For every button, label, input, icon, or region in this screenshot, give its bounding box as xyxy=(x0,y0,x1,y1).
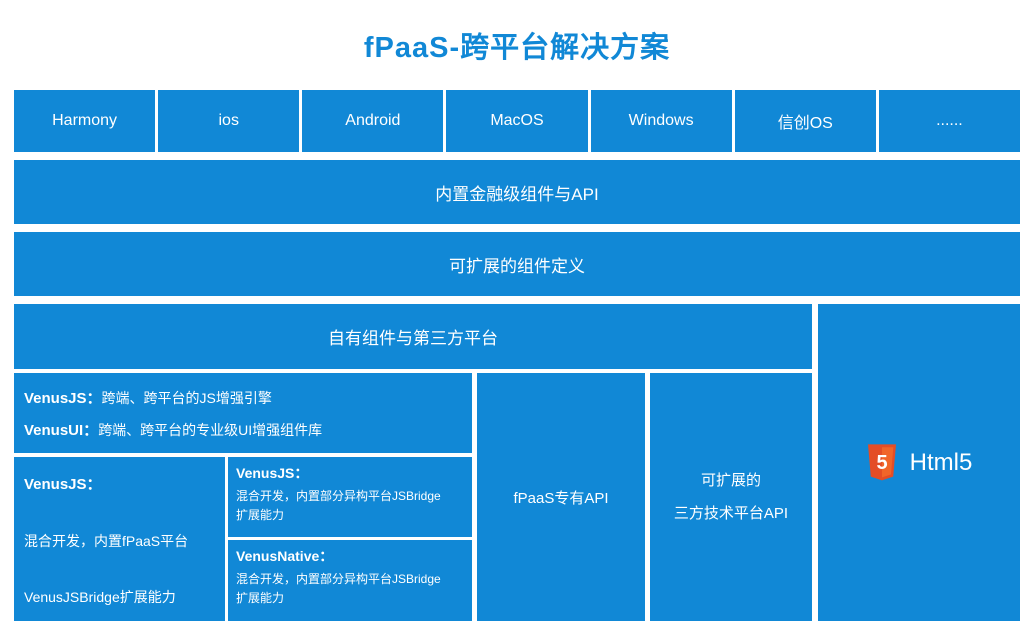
platforms-row: Harmony ios Android MacOS Windows 信创OS .… xyxy=(14,90,1020,152)
venusjs-hybrid-line1: 混合开发，内置fPaaS平台 xyxy=(24,532,189,549)
venusnative-bridge-desc: 混合开发，内置部分异构平台JSBridge 扩展能力 xyxy=(236,570,464,608)
venusjs-engine-line: VenusJS：跨端、跨平台的JS增强引擎 xyxy=(24,387,462,408)
ext-api-line2: 三方技术平台API xyxy=(673,505,789,522)
svg-text:5: 5 xyxy=(876,452,887,474)
venusnative-bridge-box: VenusNative： 混合开发，内置部分异构平台JSBridge 扩展能力 xyxy=(228,540,472,621)
venusui-label: VenusUI： xyxy=(24,421,99,439)
components-content: VenusJS：跨端、跨平台的JS增强引擎 VenusUI：跨端、跨平台的专业级… xyxy=(14,373,812,621)
venusjs-label: VenusJS： xyxy=(24,389,102,407)
platform-android: Android xyxy=(302,90,444,152)
platform-others: ...... xyxy=(878,90,1020,152)
venusjs-hybrid-line2: VenusJSBridge扩展能力 xyxy=(24,589,176,605)
platform-harmony: Harmony xyxy=(14,90,156,152)
venus-engines-box: VenusJS：跨端、跨平台的JS增强引擎 VenusUI：跨端、跨平台的专业级… xyxy=(14,373,472,453)
venus-column: VenusJS：跨端、跨平台的JS增强引擎 VenusUI：跨端、跨平台的专业级… xyxy=(14,373,472,621)
ext-api-line1: 可扩展的 xyxy=(700,472,761,489)
venus-bottom-row: VenusJS： 混合开发，内置fPaaS平台 VenusJSBridge扩展能… xyxy=(14,457,472,621)
fpaas-api-box: fPaaS专有API xyxy=(477,373,645,621)
bridge-column: VenusJS： 混合开发，内置部分异构平台JSBridge 扩展能力 Venu… xyxy=(228,457,472,621)
page-title: fPaaS-跨平台解决方案 xyxy=(363,32,671,64)
venusui-text: 跨端、跨平台的专业级UI增强组件库 xyxy=(98,421,323,438)
components-column: 自有组件与第三方平台 VenusJS：跨端、跨平台的JS增强引擎 VenusUI… xyxy=(14,304,812,621)
venusjs-bridge-box: VenusJS： 混合开发，内置部分异构平台JSBridge 扩展能力 xyxy=(228,457,472,537)
venusjs-bridge-desc-line2: 扩展能力 xyxy=(236,508,285,523)
own-components-header: 自有组件与第三方平台 xyxy=(14,304,812,369)
extensible-definition-bar: 可扩展的组件定义 xyxy=(14,232,1020,296)
platform-macos: MacOS xyxy=(446,90,588,152)
venusui-line: VenusUI：跨端、跨平台的专业级UI增强组件库 xyxy=(24,419,462,440)
main-section: 自有组件与第三方平台 VenusJS：跨端、跨平台的JS增强引擎 VenusUI… xyxy=(14,304,1020,621)
platform-xinchuang-os: 信创OS xyxy=(734,90,876,152)
platform-windows: Windows xyxy=(590,90,732,152)
html5-box: 5 Html5 xyxy=(818,304,1020,621)
venusjs-bridge-label: VenusJS： xyxy=(236,465,309,481)
venusjs-bridge-desc-line1: 混合开发，内置部分异构平台JSBridge xyxy=(236,489,441,503)
html5-label: Html5 xyxy=(909,448,973,476)
venusnative-bridge-desc-line2: 扩展能力 xyxy=(236,591,285,606)
venusjs-bridge-desc: 混合开发，内置部分异构平台JSBridge 扩展能力 xyxy=(236,487,464,525)
venusnative-bridge-desc-line1: 混合开发，内置部分异构平台JSBridge xyxy=(236,572,441,586)
platform-ios: ios xyxy=(158,90,300,152)
venusjs-text: 跨端、跨平台的JS增强引擎 xyxy=(101,389,272,406)
architecture-diagram: Harmony ios Android MacOS Windows 信创OS .… xyxy=(0,90,1034,621)
venusjs-hybrid-label: VenusJS： xyxy=(24,476,102,493)
html5-logo-icon: 5 xyxy=(867,443,896,480)
builtin-components-bar: 内置金融级组件与API xyxy=(14,160,1020,224)
ext-api-box: 可扩展的 三方技术平台API xyxy=(650,373,812,621)
venusnative-bridge-label: VenusNative： xyxy=(236,548,334,564)
venusjs-hybrid-box: VenusJS： 混合开发，内置fPaaS平台 VenusJSBridge扩展能… xyxy=(14,457,225,621)
